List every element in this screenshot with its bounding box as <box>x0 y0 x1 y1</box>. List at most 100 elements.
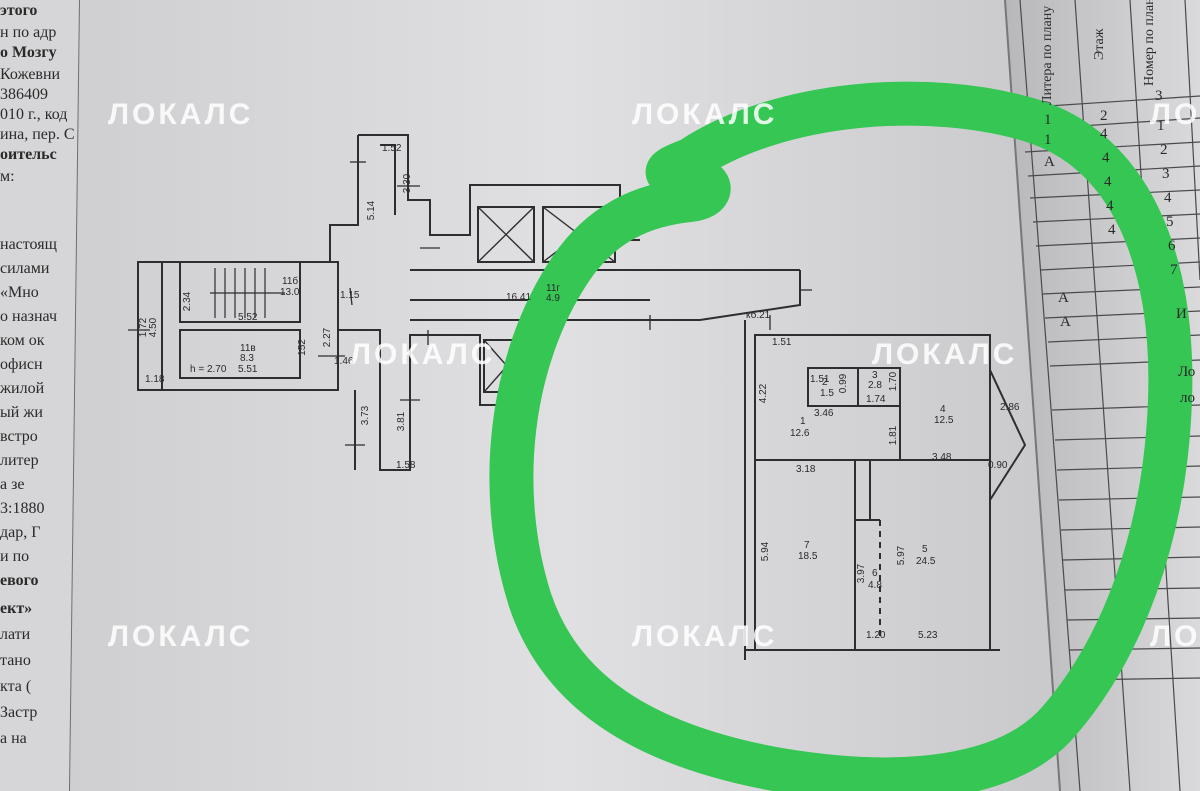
dim-label: 5.97 <box>896 545 908 566</box>
table-cell: 4 <box>1102 150 1110 166</box>
watermark: ЛОКАЛС <box>108 98 254 131</box>
dim-label: h = 2.70 <box>190 364 227 375</box>
table-cell: 4 <box>1100 126 1108 142</box>
dim-label: 0.90 <box>988 460 1008 471</box>
dim-label: кб.21 <box>746 310 771 321</box>
dim-label: 5.52 <box>238 312 258 323</box>
table-cell: 2 <box>1160 142 1168 158</box>
room-label: 6 <box>872 568 878 579</box>
left-page <box>0 0 80 791</box>
left-line: Застр <box>0 704 38 721</box>
dim-label: 3.97 <box>856 563 868 584</box>
table-cell: 6 <box>1168 238 1176 254</box>
dim-label: 152 <box>296 339 308 356</box>
dim-label: 3.30 <box>402 173 414 194</box>
left-line: оительс <box>0 146 57 163</box>
room-label: 13.0 <box>280 287 300 298</box>
dim-label: 1.74 <box>866 394 886 405</box>
dimension-ticks <box>128 161 812 446</box>
dim-label: 5.51 <box>238 364 258 375</box>
left-line: ект» <box>0 600 33 617</box>
left-line: 010 г., код <box>0 106 68 123</box>
table-cell: 3 <box>1162 166 1170 182</box>
dim-label: 4.22 <box>758 383 770 404</box>
left-line: офисн <box>0 356 43 373</box>
table-cell: 4 <box>1108 222 1116 238</box>
table-cell: А <box>1044 154 1055 170</box>
dim-label: 1.15 <box>340 290 360 301</box>
left-line: 386409 <box>0 86 48 103</box>
dim-label: 1.58 <box>396 460 416 471</box>
room-label: 12.5 <box>934 415 954 426</box>
room-label: 4.9 <box>546 293 560 304</box>
dim-label: 3.81 <box>396 411 408 432</box>
left-line: м: <box>0 168 15 185</box>
dim-label: 1.81 <box>888 425 900 446</box>
table-cell: 5 <box>1166 214 1174 230</box>
left-line: и по <box>0 548 30 565</box>
dim-label: 2.27 <box>322 327 334 348</box>
left-line: лати <box>0 626 31 643</box>
room-label: 11б <box>282 276 299 287</box>
table-cell: 1 <box>1157 118 1165 134</box>
left-line: н по адр <box>0 24 57 41</box>
left-line: ком ок <box>0 332 45 349</box>
dim-label: 1.70 <box>888 371 900 392</box>
dim-label: 5.14 <box>366 200 378 221</box>
left-line: литер <box>0 452 39 469</box>
col-number: 2 <box>1100 108 1108 124</box>
table-cell: А <box>1060 314 1071 330</box>
room-label: 1.5 <box>820 388 834 399</box>
dim-label: 3.46 <box>814 408 834 419</box>
room-label: 7 <box>804 540 810 551</box>
room-label: 1 <box>800 416 806 427</box>
left-line: о назнач <box>0 308 58 325</box>
dim-label: 1.52 <box>382 143 402 154</box>
table-cell: 4 <box>1164 190 1172 206</box>
left-line: силами <box>0 260 50 277</box>
room-label: 4 <box>940 404 946 415</box>
left-line: ый жи <box>0 404 43 421</box>
dim-label: 1.46 <box>334 356 354 367</box>
table-cell: И <box>1176 306 1187 322</box>
watermark: ЛОКАЛС <box>632 620 778 653</box>
dim-label: 3.18 <box>796 464 816 475</box>
left-line: «Мно <box>0 284 39 301</box>
table-cell: 7 <box>1170 262 1178 278</box>
left-line: о Мозгу <box>0 44 57 61</box>
main-page <box>70 0 1060 791</box>
dim-label: 0.99 <box>838 373 850 394</box>
table-cell: 1 <box>1044 132 1052 148</box>
dim-label: 1.51 <box>772 337 792 348</box>
watermark: ЛОКАЛС <box>872 338 1018 371</box>
dim-label: 3.73 <box>360 405 372 426</box>
dim-label: 3.48 <box>932 452 952 463</box>
dim-label: 5.94 <box>760 541 772 562</box>
room-label: 11в <box>240 343 256 354</box>
room-label: 18.5 <box>798 551 818 562</box>
watermark: ЛОКАЛС <box>108 620 254 653</box>
left-line: Кожевни <box>0 66 61 83</box>
room-label: 24.5 <box>916 556 936 567</box>
left-line: а на <box>0 730 27 747</box>
left-line: кта ( <box>0 678 32 695</box>
left-line: тано <box>0 652 31 669</box>
left-line: жилой <box>0 380 45 397</box>
col-number: 3 <box>1155 88 1163 104</box>
left-page-text: этого н по адр о Мозгу Кожевни 386409 01… <box>0 0 76 791</box>
green-marker-circle <box>489 81 1193 791</box>
left-line: а зе <box>0 476 25 493</box>
room-label: 2 <box>822 377 828 388</box>
dim-label: 2.86 <box>1000 402 1020 413</box>
watermark: ЛОКАЛС <box>350 338 496 371</box>
watermark: ЛОКАЛС <box>1150 620 1200 653</box>
col-number: 1 <box>1044 112 1052 128</box>
dim-label: 1.18 <box>145 374 165 385</box>
table-fragment: Ло <box>1178 364 1196 380</box>
left-line: евого <box>0 572 39 589</box>
left-line: встро <box>0 428 38 445</box>
watermark: ЛОКАЛС <box>632 98 778 131</box>
